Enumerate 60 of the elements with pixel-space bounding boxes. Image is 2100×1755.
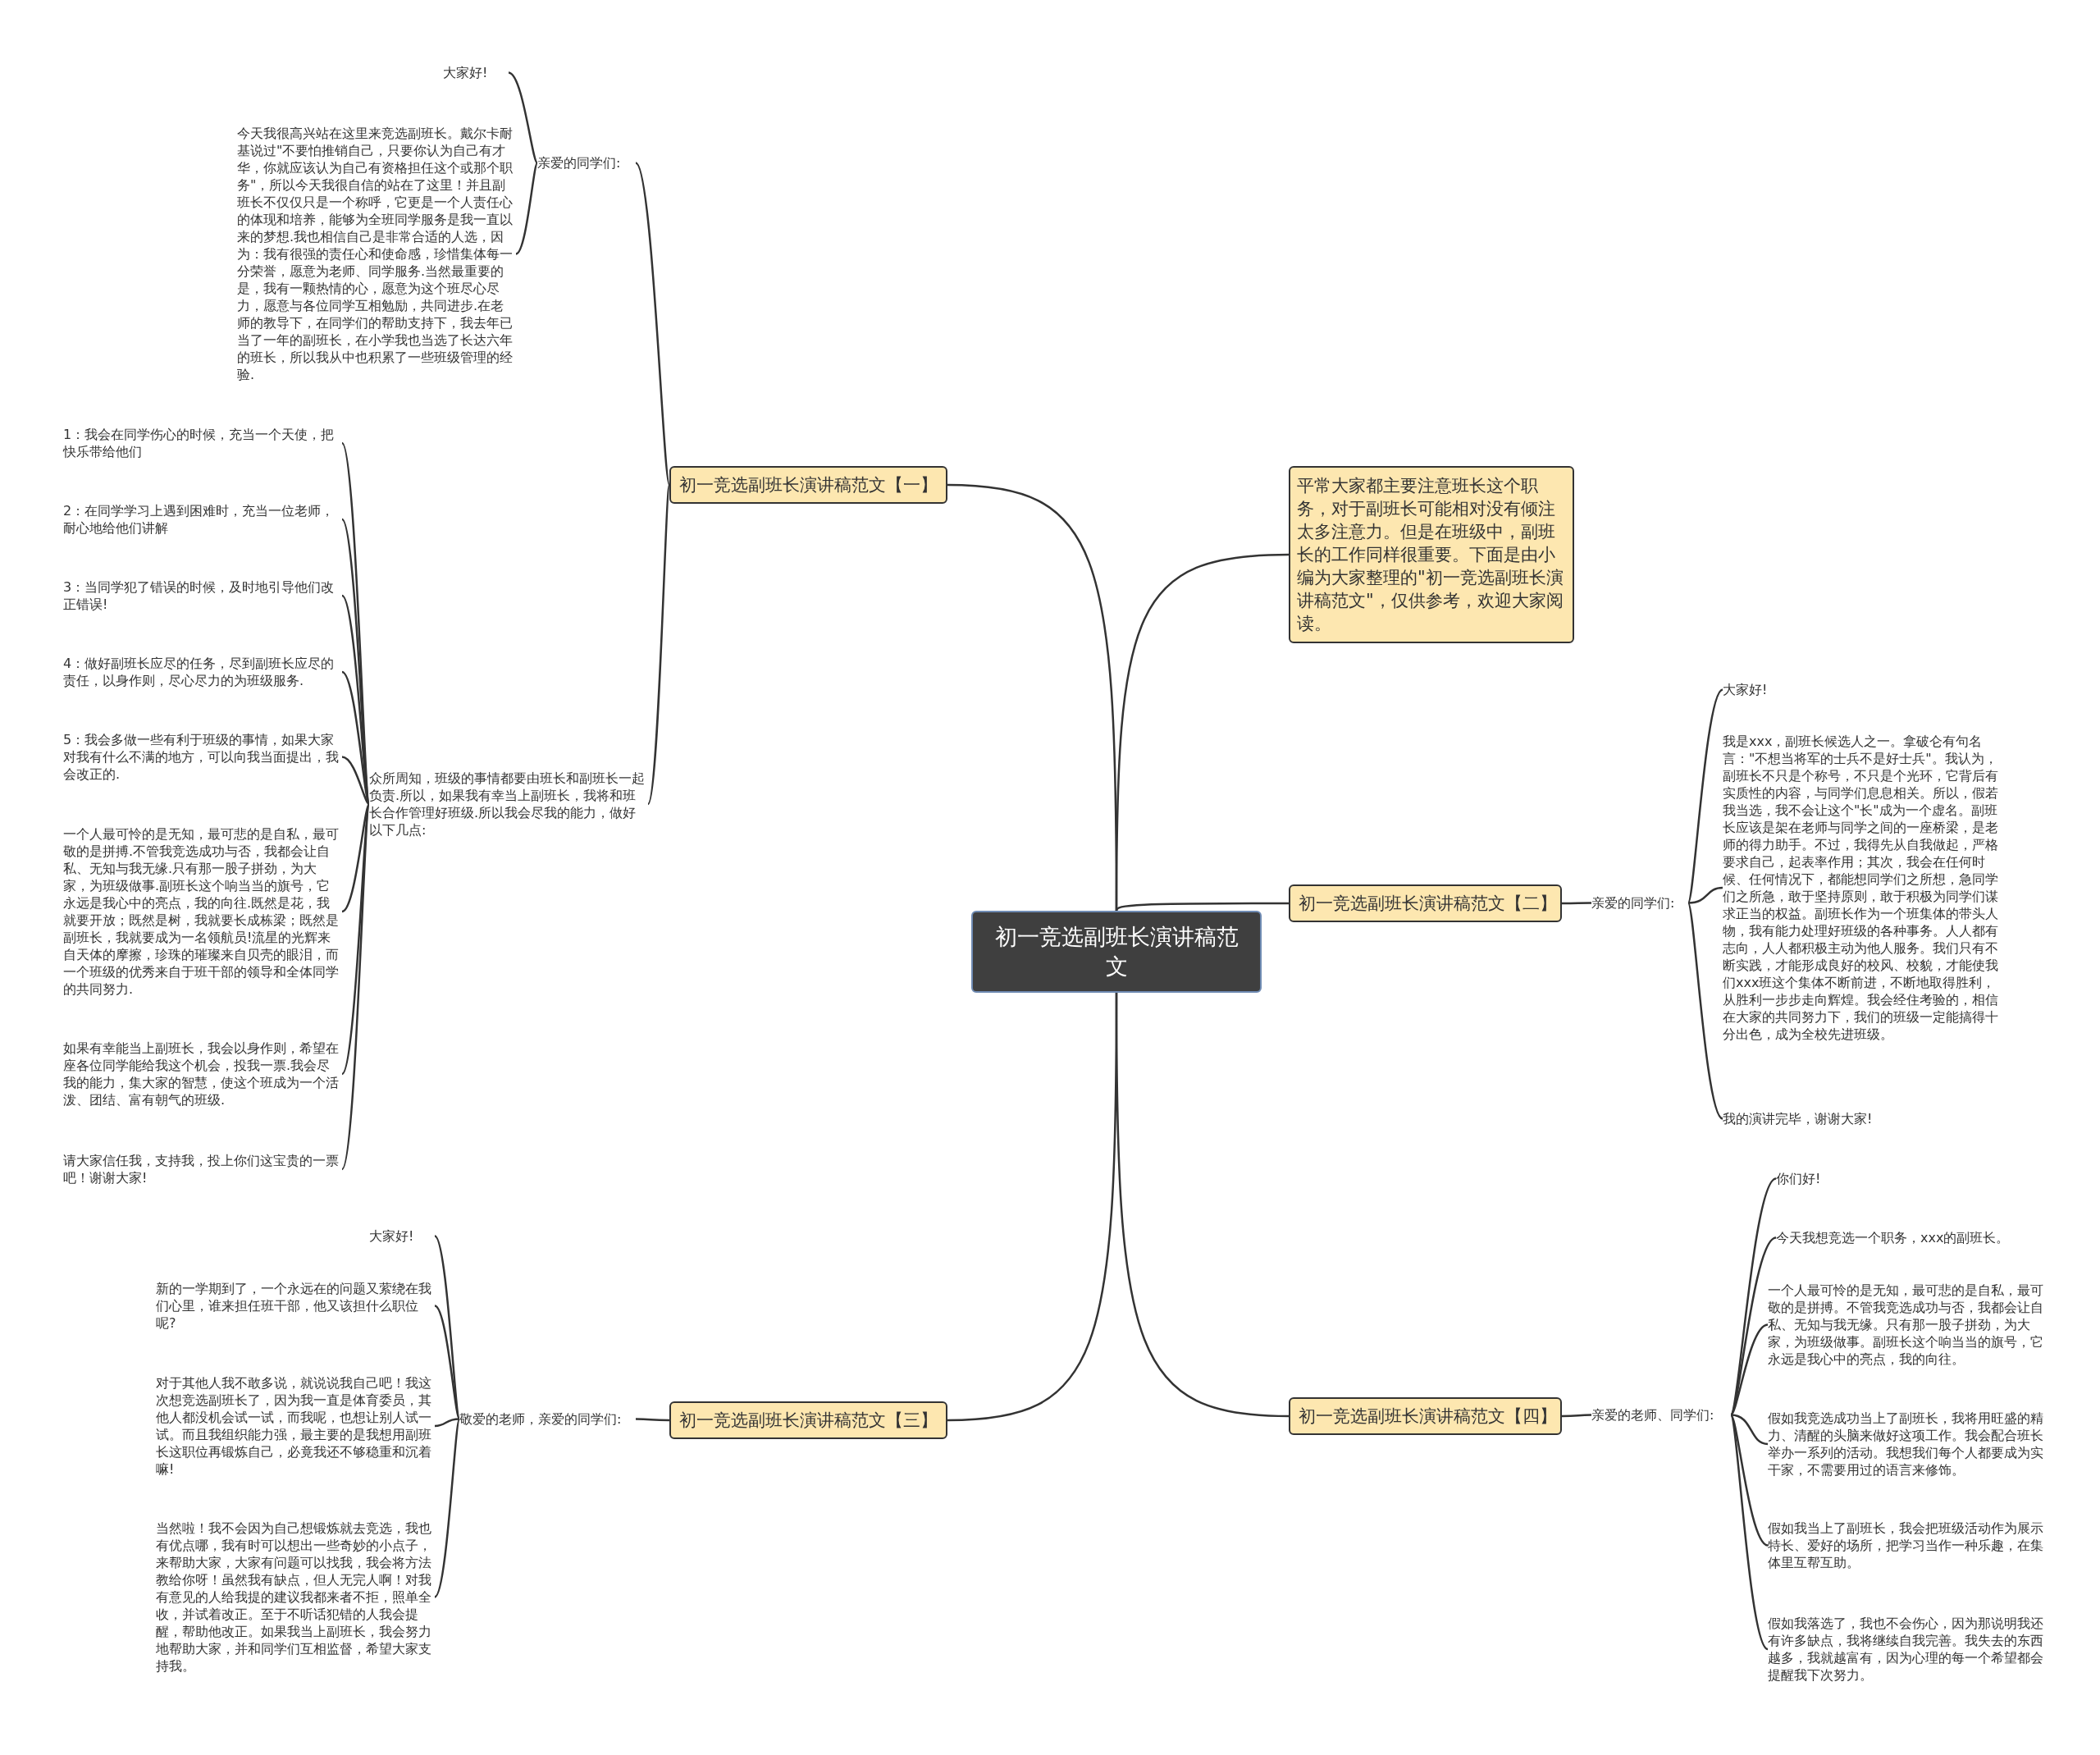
intro-box: 平常大家都主要注意班长这个职务，对于副班长可能相对没有倾注太多注意力。但是在班级中，副班长的工作同样很重要。下面是由小编为大家整理的"初一竞选副班长演讲稿范文"，仅供参考，欢迎大家阅读。 bbox=[1289, 466, 1574, 643]
connector-line bbox=[341, 756, 370, 805]
topic-text: 新的一学期到了，一个永远在的问题又萦绕在我们心里，谁来担任班干部，他又该担什么职位呢? bbox=[156, 1280, 435, 1332]
topic-text: 我的演讲完毕，谢谢大家! bbox=[1723, 1110, 1928, 1127]
connector-line bbox=[1115, 993, 1290, 1418]
topic-text: 敬爱的老师，亲爱的同学们: bbox=[459, 1410, 636, 1428]
connector-line bbox=[341, 803, 371, 913]
topic-text: 4：做好副班长应尽的任务，尽到副班长应尽的责任，以身作则，尽心尽力的为班级服务. bbox=[63, 655, 342, 689]
connector-line bbox=[1729, 1414, 1769, 1547]
connector-line bbox=[636, 1418, 669, 1422]
topic-text: 今天我想竞选一个职务，xxx的副班长。 bbox=[1776, 1229, 2047, 1246]
connector-line bbox=[1115, 902, 1289, 912]
topic-text: 假如我落选了，我也不会伤心，因为那说明我还有许多缺点，我将继续自我完善。我失去的东西越多，我就越富有，因为心理的每一个希望都会提醒我下次努力。 bbox=[1768, 1615, 2047, 1684]
branch-box: 初一竞选副班长演讲稿范文【一】 bbox=[669, 466, 947, 504]
connector-line bbox=[340, 803, 371, 1170]
topic-text: 对于其他人我不敢多说，就说说我自己吧！我这次想竞选副班长了，因为我一直是体育委员，其他人都没机会试一试，而我呢，也想让别人试一试。而且我组织能力强，最主要的是我想用副班长这职位再锻炼自己，必竟我还不够稳重和沉着嘛! bbox=[156, 1374, 435, 1478]
connector-line bbox=[508, 71, 538, 164]
connector-line bbox=[1729, 1415, 1769, 1650]
topic-text: 今天我很高兴站在这里来竞选副班长。戴尔卡耐基说过"不要怕推销自己，只要你认为自己有才华，你就应该认为自己有资格担任这个或那个职务"，所以今天我很自信的站在了这里！并且副班长不仅仅只是一个称呼，它更是一个人责任心的体现和培养，能够为全班同学服务是我一直以来的梦想.我也相信自己是非常合适的人选，因为：我有很强的责任心和使命感，珍惜集体每一分荣誉，愿意为老师、同学服务.当然最重要的是，我有一颗热情的心，愿意为这个班尽心尽力，愿意与各位同学互相勉励，共同进步.在老师的教导下，在同学们的帮助支持下，我去年已当了一年的副班长，在小学我也当选了长达六年的班长，所以我从中也积累了一些班级管理的经验. bbox=[237, 125, 516, 383]
topic-text: 2：在同学学习上遇到困难时，充当一位老师，耐心地给他们讲解 bbox=[63, 502, 342, 537]
connector-line bbox=[1687, 688, 1723, 903]
connector-line bbox=[646, 484, 671, 805]
topic-text: 请大家信任我，支持我，投上你们这宝贵的一票吧！谢谢大家! bbox=[63, 1152, 342, 1186]
root-topic-box: 初一竞选副班长演讲稿范文 bbox=[971, 911, 1262, 993]
topic-text: 假如我当上了副班长，我会把班级活动作为展示特长、爱好的场所，把学习当作一种乐趣，在集体里互帮互助。 bbox=[1768, 1520, 2047, 1571]
topic-text: 3：当同学犯了错误的时候，及时地引导他们改正错误! bbox=[63, 578, 342, 613]
connector-line bbox=[434, 1305, 461, 1420]
topic-text: 假如我竞选成功当上了副班长，我将用旺盛的精力、清醒的头脑来做好这项工作。我会配合班长举办一系列的活动。我想我们每个人都要成为实干家，不需要用过的语言来修饰。 bbox=[1768, 1410, 2047, 1478]
connector-line bbox=[434, 1235, 461, 1419]
connector-line bbox=[341, 671, 371, 805]
topic-text: 大家好! bbox=[443, 64, 509, 81]
topic-text: 一个人最可怜的是无知，最可悲的是自私，最可敬的是拼搏。不管我竞选成功与否，我都会让自私、无知与我无缘。只有那一股子拼劲，为大家，为班级做事。副班长这个响当当的旗号，它永远是我心中的亮点，我的向往。 bbox=[1768, 1282, 2047, 1368]
branch-box: 初一竞选副班长演讲稿范文【二】 bbox=[1289, 884, 1562, 922]
branch-box: 初一竞选副班长演讲稿范文【四】 bbox=[1289, 1397, 1562, 1435]
topic-text: 我是xxx，副班长候选人之一。拿破仑有句名言："不想当将军的士兵不是好士兵"。我认为，副班长不只是个称号，不只是个光环，它背后有实质性的内容，与同学们息息相关。所以，假若我当选，我不会让这个"长"成为一个虚名。副班长应该是架在老师与同学之间的一座桥梁，是老师的得力助手。不过，我得先从自我做起，严格要求自己，起表率作用；其次，我会在任何时候、任何情况下，都能想同学们之所想，急同学们之所急，敢于坚持原则，敢于积极为同学们谋求正当的权益。副班长作为一个班集体的带头人物，我有能力处理好班级的各种事务。人人都有志向，人人都积极主动为他人服务。我们只有不断实践，才能形成良好的校风、校貌，才能使我们xxx班这个集体不断前进，不断地取得胜利，从胜利一步步走向辉煌。我会经住考验的，相信在大家的共同努力下，我们的班级一定能搞得十分出色，成为全校先进班级。 bbox=[1723, 733, 2006, 1043]
topic-text: 你们好! bbox=[1776, 1170, 1858, 1187]
connector-line bbox=[434, 1419, 461, 1598]
connector-line bbox=[1687, 886, 1723, 904]
branch-box: 初一竞选副班长演讲稿范文【三】 bbox=[669, 1401, 947, 1439]
topic-text: 众所周知，班级的事情都要由班长和副班长一起负责.所以，如果我有幸当上副班长，我将和班长合作管理好班级.所以我会尽我的能力，做好以下几点: bbox=[369, 770, 648, 839]
topic-text: 如果有幸能当上副班长，我会以身作则，希望在座各位同学能给我这个机会，投我一票.我会尽我的能力，集大家的智慧，使这个班成为一个活泼、团结、富有朝气的班级. bbox=[63, 1040, 342, 1108]
connector-line bbox=[1562, 1414, 1591, 1418]
connector-line bbox=[1730, 1414, 1769, 1446]
topic-text: 当然啦！我不会因为自己想锻炼就去竞选，我也有优点哪，我有时可以想出一些奇妙的小点子，来帮助大家，大家有问题可以找我，我会将方法教给你呀！虽然我有缺点，但人无完人啊！对我有意见的人给我提的建议我都来者不拒，照单全收，并试着改正。至于不听话犯错的人我会提醒，帮助他改正。如果我当上副班长，我会努力地帮助大家，并和同学们互相监督，希望大家支持我。 bbox=[156, 1520, 435, 1675]
connector-line bbox=[1115, 553, 1290, 911]
topic-text: 亲爱的同学们: bbox=[1591, 894, 1688, 912]
connector-line bbox=[1562, 902, 1591, 905]
topic-text: 一个人最可怜的是无知，最可悲的是自私，最可敬的是拼搏.不管我竞选成功与否，我都会让自私、无知与我无缘.只有那一股子拼劲，为大家，为班级做事.副班长这个响当当的旗号，它永远是我心中的亮点，我的向往.既然是花，我就要开放；既然是树，我就要长成栋梁；既然是副班长，我就要成为一名领航员!流星的光辉来自天体的摩擦，珍珠的璀璨来自贝壳的眼泪，而一个班级的优秀来自于班干部的领导和全体同学的共同努力. bbox=[63, 825, 342, 998]
connector-line bbox=[1729, 1177, 1777, 1416]
connector-line bbox=[1687, 903, 1723, 1120]
topic-text: 大家好! bbox=[369, 1227, 435, 1245]
topic-text: 亲爱的老师、同学们: bbox=[1591, 1406, 1731, 1424]
topic-text: 大家好! bbox=[1723, 681, 1805, 698]
topic-text: 5：我会多做一些有利于班级的事情，如果大家对我有什么不满的地方，可以向我当面提出，我会改正的. bbox=[63, 731, 342, 783]
topic-text: 亲爱的同学们: bbox=[537, 154, 636, 171]
connector-line bbox=[634, 162, 671, 486]
connector-line bbox=[434, 1418, 460, 1428]
connector-line bbox=[515, 162, 539, 255]
topic-text: 1：我会在同学伤心的时候，充当一个天使，把快乐带给他们 bbox=[63, 426, 342, 460]
connector-line bbox=[1730, 1323, 1769, 1416]
